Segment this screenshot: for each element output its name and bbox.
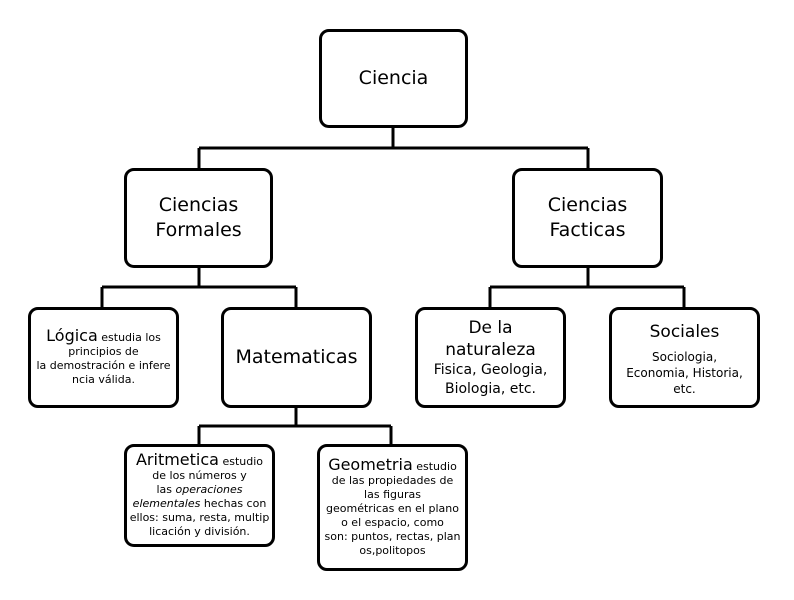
node-logica-desc-4: ncia válida. [72, 372, 135, 386]
node-aritmetica-desc-6: licación y división. [149, 524, 250, 538]
node-geometria-desc-6: son: puntos, rectas, plan [324, 529, 461, 543]
node-geometria-desc-2: de las propiedades de [331, 473, 454, 487]
node-formales-line1: Ciencias [158, 194, 239, 216]
node-aritmetica-em-1: operaciones [175, 482, 243, 496]
node-sociales-desc-1: Sociologia, [651, 349, 718, 364]
node-formales-line2: Formales [155, 219, 242, 241]
node-geometria-desc-7: os,politopos [359, 543, 426, 557]
node-ciencias-facticas: Ciencias Facticas [512, 168, 663, 268]
node-geometria-desc-5: o el espacio, como [341, 515, 444, 529]
node-geometria-desc-4: geométricas en el plano [326, 501, 459, 515]
node-naturaleza-desc-1: Fisica, Geologia, [433, 361, 548, 378]
node-geometria-title: Geometria [328, 454, 413, 474]
node-logica-title: Lógica [46, 325, 98, 345]
node-aritmetica-desc-3: las [156, 482, 172, 496]
node-ciencias-formales: Ciencias Formales [124, 168, 273, 268]
node-matematicas: Matematicas [221, 307, 372, 408]
node-aritmetica-desc-1: estudio [222, 454, 264, 468]
node-aritmetica: Aritmetica estudio de los números y las … [124, 444, 275, 547]
node-logica-desc-3: la demostración e infere [36, 358, 171, 372]
node-logica-desc-2: principios de [68, 344, 139, 358]
node-sociales-title: Sociales [649, 321, 720, 342]
node-logica-desc-1: estudia los [101, 330, 161, 344]
node-sociales-desc-2: Economia, Historia, [626, 365, 743, 380]
node-aritmetica-desc-2: de los números y [152, 468, 247, 482]
node-naturaleza-title-2: naturaleza [445, 339, 536, 360]
node-geometria: Geometria estudio de las propiedades de … [317, 444, 468, 571]
node-aritmetica-desc-5: ellos: suma, resta, multip [129, 510, 270, 524]
node-naturaleza-title-1: De la [468, 317, 513, 338]
node-geometria-desc-3: las figuras [364, 487, 421, 501]
node-aritmetica-desc-4: hechas con [203, 496, 267, 510]
node-aritmetica-title: Aritmetica [135, 449, 219, 469]
node-ciencia-label: Ciencia [358, 67, 429, 89]
node-ciencia: Ciencia [319, 29, 468, 128]
node-naturaleza-desc-2: Biologia, etc. [444, 380, 537, 397]
node-sociales-desc-3: etc. [673, 381, 696, 396]
node-aritmetica-em-2: elementales [132, 496, 201, 510]
node-naturaleza: De la naturaleza Fisica, Geologia, Biolo… [415, 307, 566, 408]
node-sociales: Sociales Sociologia, Economia, Historia,… [609, 307, 760, 408]
node-facticas-line2: Facticas [549, 219, 626, 241]
node-geometria-desc-1: estudio [416, 459, 457, 473]
node-matematicas-label: Matematicas [235, 346, 358, 368]
node-logica: Lógica estudia los principios de la demo… [28, 307, 179, 408]
node-facticas-line1: Ciencias [547, 194, 628, 216]
